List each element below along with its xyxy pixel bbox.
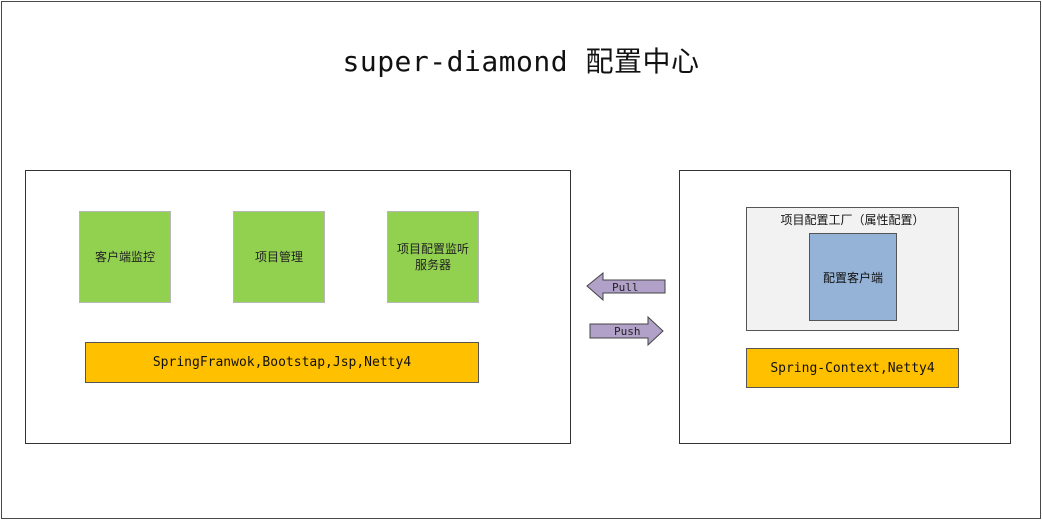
config-client-box: 配置客户端 xyxy=(809,233,897,321)
client-tech-bar: Spring-Context,Netty4 xyxy=(746,348,959,388)
arrows-graphic xyxy=(586,272,666,347)
push-arrow-icon xyxy=(589,315,664,347)
module-client-monitor: 客户端监控 xyxy=(79,211,171,303)
pull-label: Pull xyxy=(612,281,639,294)
client-panel: 项目配置工厂（属性配置） 配置客户端 Spring-Context,Netty4 xyxy=(679,170,1011,444)
module-project-management: 项目管理 xyxy=(233,211,325,303)
server-tech-bar: SpringFranwok,Bootstap,Jsp,Netty4 xyxy=(85,342,479,383)
push-label: Push xyxy=(614,325,641,338)
config-factory-box: 项目配置工厂（属性配置） 配置客户端 xyxy=(746,207,959,331)
pull-arrow-icon xyxy=(586,272,666,302)
config-factory-label: 项目配置工厂（属性配置） xyxy=(780,213,925,227)
diagram-title: super-diamond 配置中心 xyxy=(342,45,700,78)
server-panel: 客户端监控 项目管理 项目配置监听 服务器 SpringFranwok,Boot… xyxy=(25,170,571,444)
module-config-listener-server: 项目配置监听 服务器 xyxy=(387,211,479,303)
